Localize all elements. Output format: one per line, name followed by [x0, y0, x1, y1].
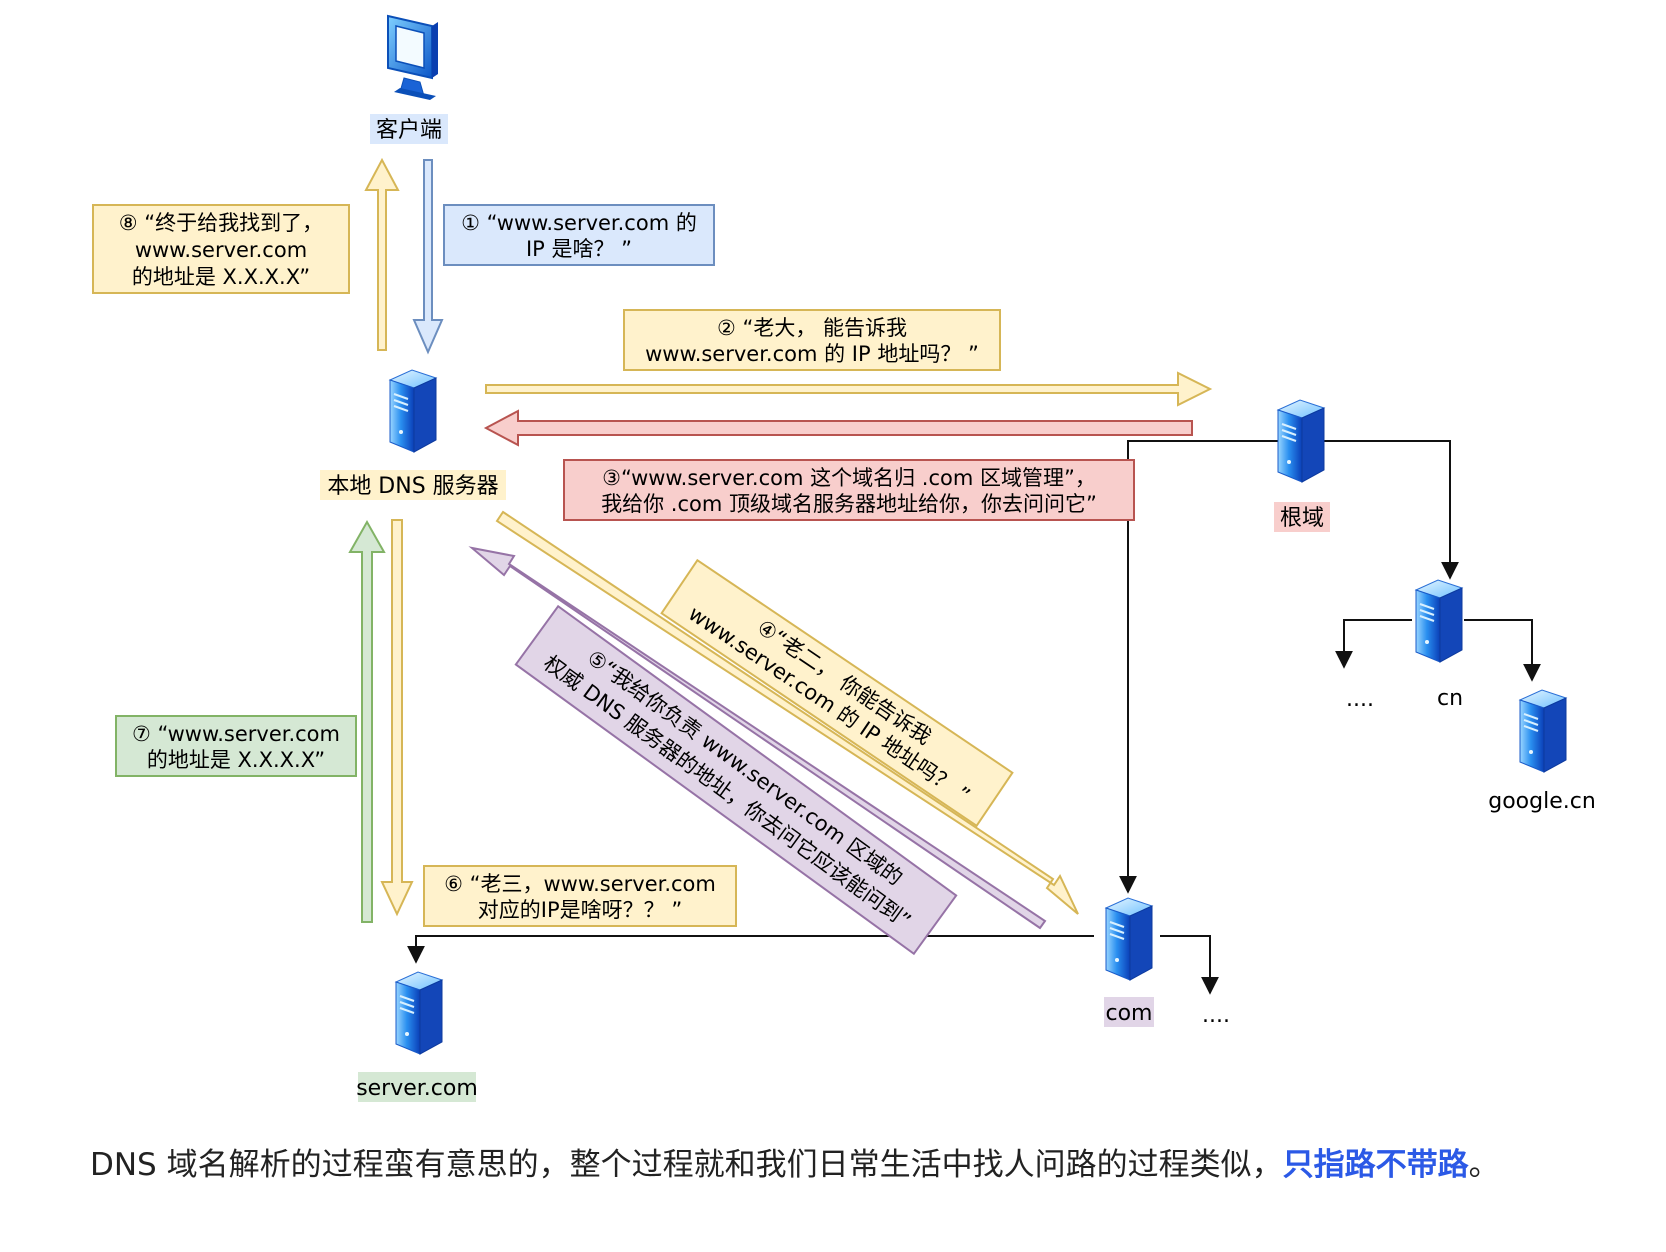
monitor-icon — [387, 14, 438, 100]
server-icon — [1277, 399, 1325, 483]
note-step2-line1: ② “老大， 能告诉我 — [717, 316, 907, 340]
note-step3: ③“www.server.com 这个域名归 .com 区域管理”， 我给你 .… — [563, 459, 1135, 521]
caption-emphasis: 只指路不带路 — [1282, 1147, 1469, 1183]
arrow-step7 — [348, 519, 386, 923]
server-com-node: server.com — [356, 971, 478, 1102]
cn-more-label: .... — [1346, 687, 1374, 712]
note-step2: ② “老大， 能告诉我 www.server.com 的 IP 地址吗？ ” — [623, 309, 1001, 371]
note-step7: ⑦ “www.server.com 的地址是 X.X.X.X” — [115, 715, 357, 777]
note-step8-line1: ⑧ “终于给我找到了， — [119, 211, 323, 235]
note-step8-line3: 的地址是 X.X.X.X” — [132, 265, 310, 289]
com-label: com — [1106, 1001, 1153, 1026]
note-step1-line2: IP 是啥？ ” — [526, 237, 632, 261]
root-to-com-line — [1119, 440, 1286, 894]
server-icon — [395, 971, 443, 1055]
flow-arrows — [348, 157, 1213, 930]
root-label: 根域 — [1280, 506, 1324, 531]
cn-node: cn — [1415, 579, 1463, 711]
note-step6-line1: ⑥ “老三，www.server.com — [444, 872, 716, 896]
note-step6-line2: 对应的IP是啥呀？？ ” — [478, 898, 682, 922]
server-icon — [1519, 689, 1567, 773]
local-dns-node: 本地 DNS 服务器 — [320, 369, 506, 500]
server-icon — [389, 369, 437, 453]
note-step8-line2: www.server.com — [135, 238, 307, 262]
arrow-step6 — [380, 519, 414, 917]
com-to-more-line — [1160, 935, 1219, 995]
cn-to-more-line — [1335, 619, 1412, 669]
cn-label: cn — [1437, 686, 1463, 711]
caption-paragraph: DNS 域名解析的过程蛮有意思的，整个过程就和我们日常生活中找人问路的过程类似，… — [90, 1142, 1540, 1188]
note-step8: ⑧ “终于给我找到了， www.server.com 的地址是 X.X.X.X” — [92, 204, 350, 294]
client-label: 客户端 — [376, 118, 442, 143]
arrow-step8 — [364, 157, 400, 351]
com-more-label: .... — [1202, 1003, 1230, 1028]
arrow-step3 — [483, 409, 1193, 447]
arrow-step2 — [485, 371, 1213, 407]
note-step3-line2: 我给你 .com 顶级域名服务器地址给你，你去问问它” — [601, 492, 1097, 516]
caption-end: 。 — [1468, 1147, 1500, 1183]
google-cn-node: google.cn — [1488, 689, 1596, 814]
root-node: 根域 — [1274, 399, 1330, 532]
note-step1-line1: ① “www.server.com 的 — [461, 211, 697, 235]
cn-to-google-line — [1464, 619, 1541, 682]
caption-text: DNS 域名解析的过程蛮有意思的，整个过程就和我们日常生活中找人问路的过程类似， — [90, 1147, 1283, 1183]
com-node: com — [1104, 897, 1154, 1027]
google-cn-label: google.cn — [1488, 789, 1596, 814]
root-to-cn-line — [1316, 440, 1459, 580]
note-step1: ① “www.server.com 的 IP 是啥？ ” — [443, 204, 715, 266]
arrow-step5 — [468, 546, 1047, 930]
client-node: 客户端 — [370, 14, 448, 144]
tree-connectors — [407, 440, 1541, 995]
local-dns-label: 本地 DNS 服务器 — [327, 474, 498, 499]
com-to-server-line — [407, 935, 1094, 964]
note-step2-line2: www.server.com 的 IP 地址吗？ ” — [645, 342, 979, 366]
note-step7-line2: 的地址是 X.X.X.X” — [147, 748, 325, 772]
server-icon — [1105, 897, 1153, 981]
server-icon — [1415, 579, 1463, 663]
arrow-step1 — [412, 159, 444, 355]
note-step6: ⑥ “老三，www.server.com 对应的IP是啥呀？？ ” — [423, 865, 737, 927]
arrow-step4 — [495, 510, 1079, 915]
note-step7-line1: ⑦ “www.server.com — [132, 722, 340, 746]
server-com-label: server.com — [356, 1076, 478, 1101]
note-step3-line1: ③“www.server.com 这个域名归 .com 区域管理”， — [602, 466, 1096, 490]
